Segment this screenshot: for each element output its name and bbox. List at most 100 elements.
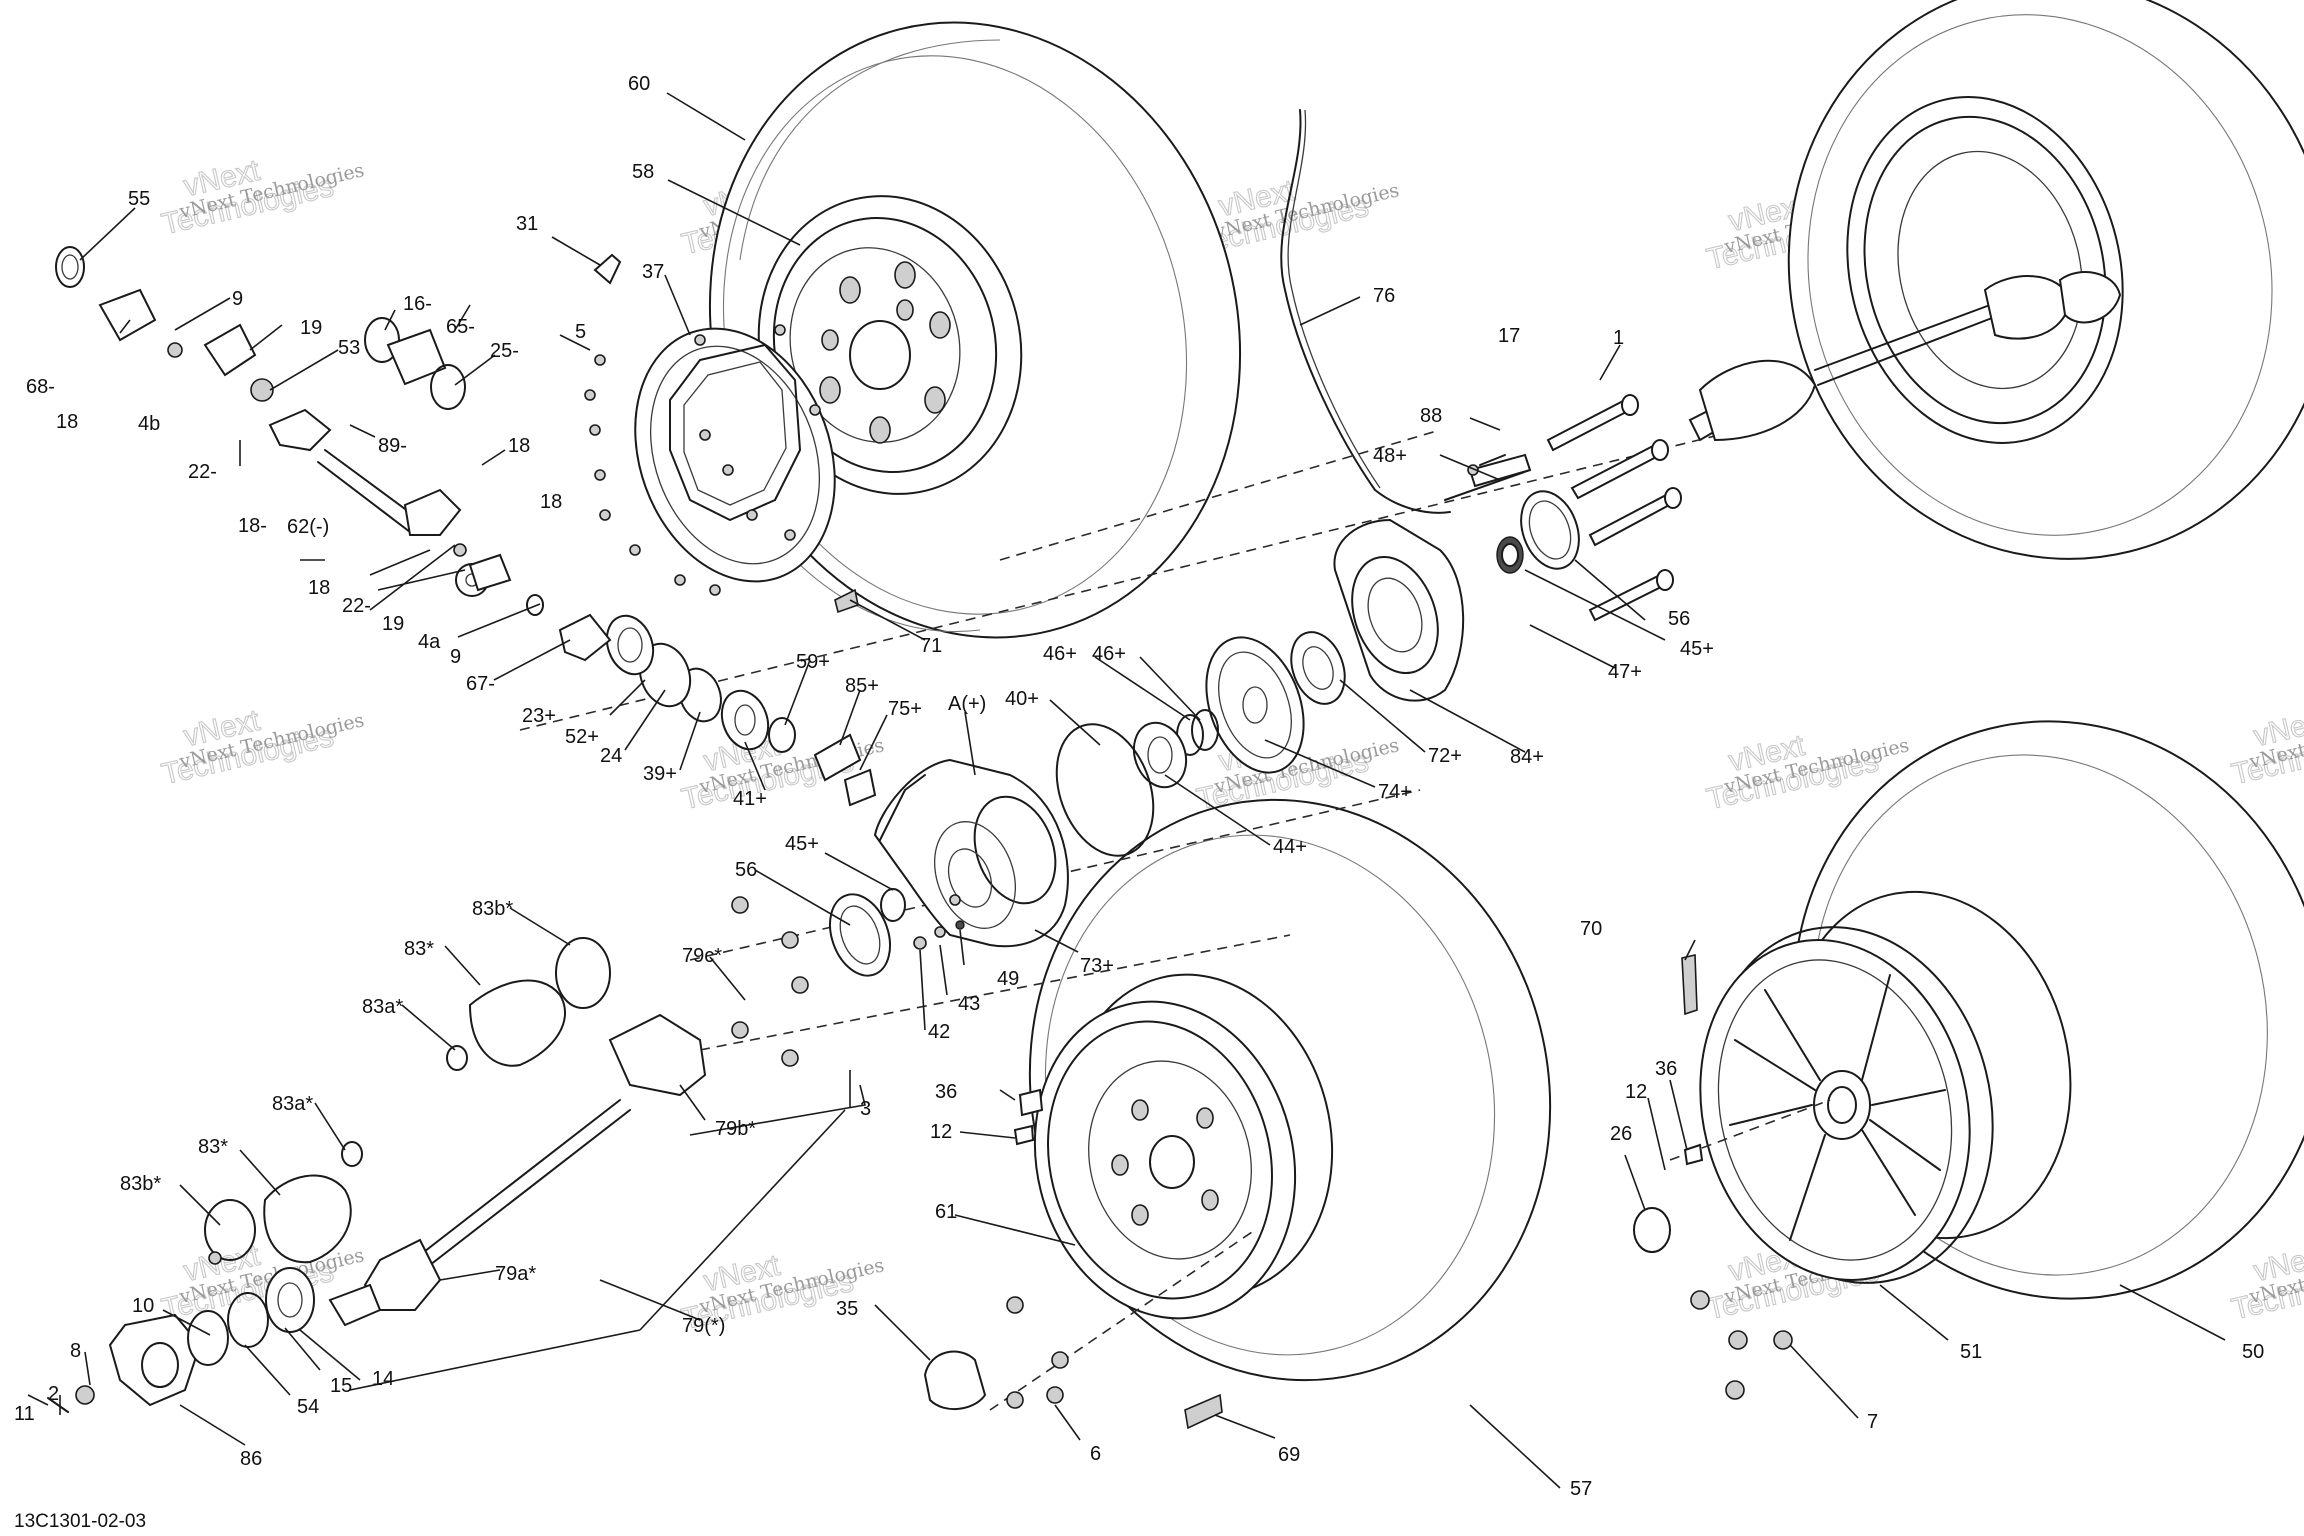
callout-5: 5 xyxy=(575,321,586,343)
callout-18-d: 18 xyxy=(540,491,562,513)
callout-14: 14 xyxy=(372,1368,394,1390)
u-joint-19-lower xyxy=(453,543,512,592)
callout-43: 43 xyxy=(958,993,980,1015)
callout-83a-upper: 83a* xyxy=(362,996,403,1018)
callout-47: 47+ xyxy=(1608,661,1642,683)
callout-83b-upper: 83b* xyxy=(472,898,513,920)
valve-36 xyxy=(1013,1088,1704,1166)
callout-26: 26 xyxy=(1610,1123,1632,1145)
cv-axle-79 xyxy=(328,1013,707,1327)
callout-61: 61 xyxy=(935,1201,957,1223)
callout-9-upper: 9 xyxy=(232,288,243,310)
part-callouts: 60 58 55 31 37 76 1 17 88 48+ 9 19 53 16… xyxy=(14,73,2264,1500)
drive-shaft-62 xyxy=(268,408,462,536)
callout-68: 68- xyxy=(26,376,55,398)
differential-housing-A xyxy=(873,758,1069,948)
callout-17: 17 xyxy=(1498,325,1520,347)
callout-46-a: 46+ xyxy=(1043,643,1077,665)
long-bolts-1 xyxy=(1546,394,1682,622)
watermark-1: vNext Technologies vNext Technologies xyxy=(158,153,366,242)
center-cap-35 xyxy=(923,1350,987,1411)
callout-52: 52+ xyxy=(565,726,599,748)
callout-57: 57 xyxy=(1570,1478,1592,1500)
callout-19-upper: 19 xyxy=(300,317,322,339)
callout-18-e: 18 xyxy=(308,577,330,599)
callout-15: 15 xyxy=(330,1375,352,1397)
callout-56-lower: 56 xyxy=(735,859,757,881)
callout-67: 67- xyxy=(466,673,495,695)
callout-7: 7 xyxy=(1867,1411,1878,1433)
callout-42: 42 xyxy=(928,1021,950,1043)
callout-31: 31 xyxy=(516,213,538,235)
callout-18-c: 18 xyxy=(508,435,530,457)
callout-89: 89- xyxy=(378,435,407,457)
brake-line-76 xyxy=(1280,109,1532,514)
callout-18-a: 18 xyxy=(56,411,78,433)
callout-41: 41+ xyxy=(733,788,767,810)
cap-26 xyxy=(1633,1207,1671,1253)
callout-55: 55 xyxy=(128,188,150,210)
balance-weights xyxy=(834,588,1698,1430)
callout-65: 65- xyxy=(446,316,475,338)
callout-85: 85+ xyxy=(845,675,879,697)
callout-53: 53 xyxy=(338,337,360,359)
callout-45-upper: 45+ xyxy=(1680,638,1714,660)
callout-16: 16- xyxy=(403,293,432,315)
callout-19-lower: 19 xyxy=(382,613,404,635)
tire-upper-left-assembly xyxy=(708,21,1242,639)
yoke-68 xyxy=(55,246,274,402)
callout-48-plus: 48+ xyxy=(1373,445,1407,467)
tire-lower-center-assembly xyxy=(1028,798,1552,1382)
callout-24: 24 xyxy=(600,745,622,767)
diagram-reference-code: 13C1301-02-03 xyxy=(14,1511,146,1532)
housing-cover-84 xyxy=(1333,518,1465,702)
callout-12-right: 12 xyxy=(1625,1081,1647,1103)
rim-51 xyxy=(1699,939,1971,1281)
callout-25: 25- xyxy=(490,340,519,362)
callout-79a: 79a* xyxy=(495,1263,536,1285)
callout-73: 73+ xyxy=(1080,955,1114,977)
callout-36-right: 36 xyxy=(1655,1058,1677,1080)
callout-2: 2 xyxy=(48,1383,59,1405)
callout-83b-lower: 83b* xyxy=(120,1173,161,1195)
callout-12-center: 12 xyxy=(930,1121,952,1143)
callout-4b: 4b xyxy=(138,413,160,435)
leader-lines xyxy=(27,92,2226,1489)
callout-22-b: 22- xyxy=(342,595,371,617)
seal-56-lower xyxy=(829,888,965,977)
callout-79: 79(*) xyxy=(682,1315,725,1337)
bearing-72 xyxy=(1290,631,1346,705)
callout-86: 86 xyxy=(240,1448,262,1470)
callout-39: 39+ xyxy=(643,763,677,785)
callout-46-b: 46+ xyxy=(1092,643,1126,665)
callout-62: 62(-) xyxy=(287,516,329,538)
brake-disc-37 xyxy=(634,324,836,583)
nuts-scattered xyxy=(731,896,1793,1409)
fitting-31 xyxy=(593,253,622,285)
cv-boot-83-lower xyxy=(204,1141,363,1264)
callout-59: 59+ xyxy=(796,651,830,673)
callout-35: 35 xyxy=(836,1298,858,1320)
watermark-10: vNext Technologies vNext Technologies xyxy=(2228,703,2304,792)
rim-spokes xyxy=(1729,974,1946,1241)
callout-45-lower: 45+ xyxy=(785,833,819,855)
callout-58: 58 xyxy=(632,161,654,183)
pinion-assembly xyxy=(605,614,877,807)
boot-65 xyxy=(364,317,466,410)
bearing-44 xyxy=(1132,721,1188,789)
callout-83a-lower: 83a* xyxy=(272,1093,313,1115)
tire-upper-right-assembly xyxy=(1787,0,2304,560)
callout-49: 49 xyxy=(997,968,1019,990)
callout-11: 11 xyxy=(14,1403,35,1425)
drive-shaft-upper xyxy=(1688,271,2122,442)
callout-9-lower: 9 xyxy=(450,646,461,668)
callout-75: 75+ xyxy=(888,698,922,720)
callout-70: 70 xyxy=(1580,918,1602,940)
o-ring-40 xyxy=(1055,723,1155,857)
studs-5 xyxy=(584,354,758,596)
watermark-6: vNext Technologies vNext Technologies xyxy=(158,703,366,792)
callout-3: 3 xyxy=(860,1098,871,1120)
callout-36-center: 36 xyxy=(935,1081,957,1103)
